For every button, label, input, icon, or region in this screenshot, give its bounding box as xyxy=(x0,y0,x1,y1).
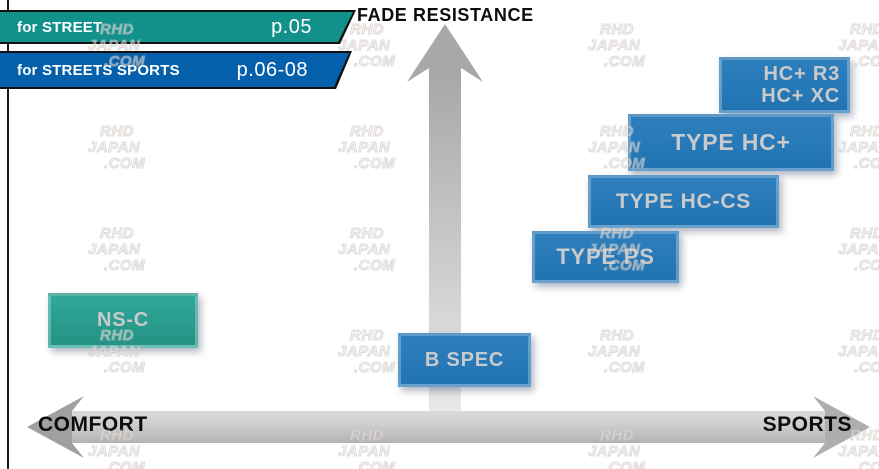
product-label: HC+ R3 xyxy=(763,63,840,85)
product-box-type-hc-cs: TYPE HC-CS xyxy=(588,175,779,228)
product-label: TYPE HC-CS xyxy=(615,189,752,213)
banner-label: for STREET xyxy=(17,18,103,36)
fade-axis-arrowhead-icon xyxy=(407,24,483,82)
banner-page: p.06-08 xyxy=(236,58,308,81)
banner-fill xyxy=(0,12,353,42)
product-label: TYPE PS xyxy=(556,244,655,269)
product-box-ns-c: NS-C xyxy=(48,293,198,348)
banner-page: p.05 xyxy=(271,15,312,38)
sports-label: SPORTS xyxy=(762,413,852,436)
left-border-line xyxy=(7,0,9,469)
product-box-hc-plus-r3-xc: HC+ R3 HC+ XC xyxy=(719,57,850,113)
product-box-type-hc-plus: TYPE HC+ xyxy=(628,114,834,171)
product-label: HC+ XC xyxy=(761,85,840,107)
product-box-b-spec: B SPEC xyxy=(398,333,531,387)
fade-resistance-label: FADE RESISTANCE xyxy=(357,5,534,25)
product-label: B SPEC xyxy=(424,348,505,371)
comfort-arrowhead-icon xyxy=(27,396,84,458)
comfort-label: COMFORT xyxy=(38,413,148,436)
banner-label: for STREETS SPORTS xyxy=(17,61,180,79)
product-label: NS-C xyxy=(96,309,150,331)
comfort-sports-axis-bar xyxy=(72,411,825,443)
product-label: TYPE HC+ xyxy=(671,129,791,155)
banner-fill xyxy=(0,53,349,87)
legend-banner-for-street: for STREET p.05 xyxy=(0,10,356,44)
sports-arrowhead-icon xyxy=(813,396,870,458)
product-box-type-ps: TYPE PS xyxy=(532,231,679,283)
legend-banner-for-streets-sports: for STREETS SPORTS p.06-08 xyxy=(0,51,352,89)
